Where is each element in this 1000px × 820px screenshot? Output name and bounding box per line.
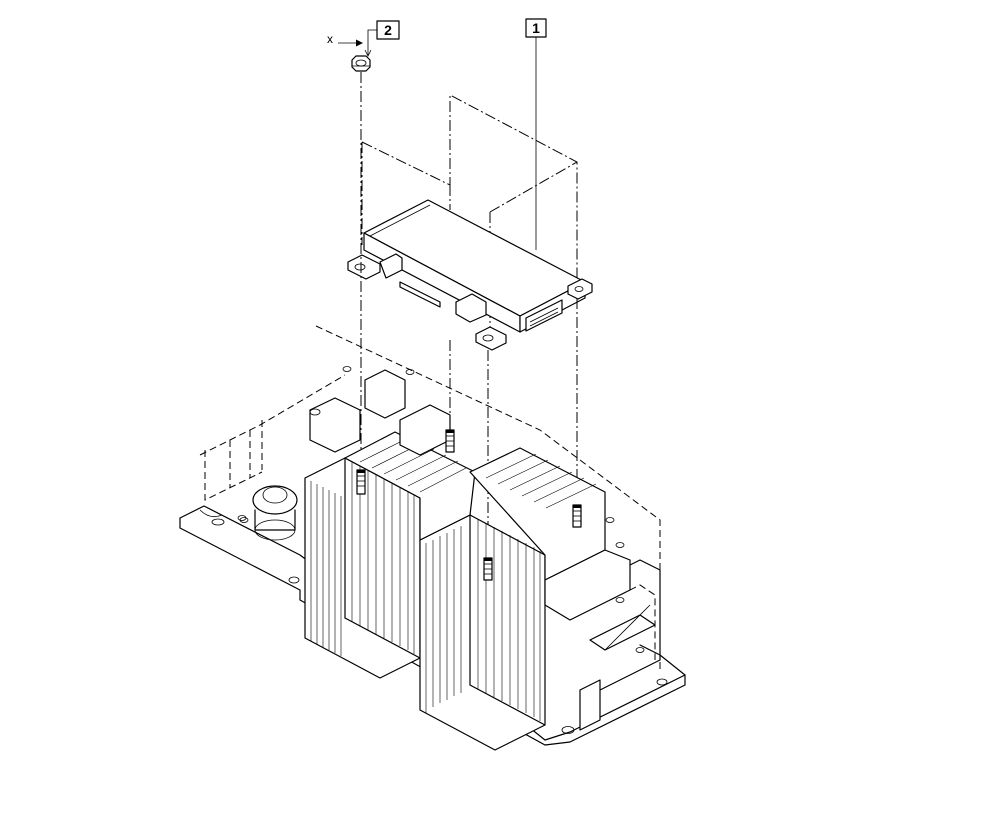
direction-marker-label: x — [327, 32, 333, 46]
callout-1-label: 1 — [532, 20, 540, 36]
stud-3 — [483, 557, 493, 581]
stud-4 — [572, 504, 582, 528]
electronic-module — [347, 199, 593, 351]
callout-2-label: 2 — [384, 22, 392, 38]
callout-2-group: 2 — [364, 20, 400, 57]
stud-1 — [356, 469, 366, 495]
cell-ribs-left — [310, 462, 415, 656]
direction-marker: x — [327, 32, 363, 47]
stud-2 — [445, 429, 455, 453]
callout-1-group: 1 — [525, 18, 547, 250]
cell-ribs-right — [425, 519, 541, 721]
direction-arrow-head — [356, 39, 363, 47]
battery-assembly — [179, 325, 686, 751]
callout-2-leader — [367, 29, 377, 55]
nut — [351, 55, 371, 72]
mounting-studs — [356, 429, 582, 581]
side-fitting — [239, 485, 298, 541]
callout-2-arrowhead — [364, 49, 372, 57]
